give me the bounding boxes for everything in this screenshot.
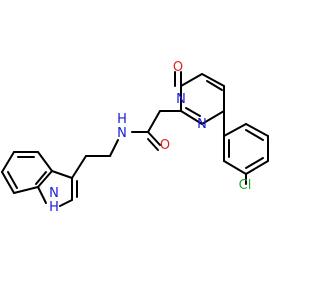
molecule-diagram: O N N N H O Cl N H [0,0,300,300]
atom-label-nitrogen: N [176,92,186,107]
atom-label-oxygen: O [160,138,170,153]
pyridazinone-ring [174,71,225,125]
atom-label-nitrogen: N [197,117,207,132]
bond [245,157,264,169]
bond [147,110,161,133]
bond [1,171,15,194]
bond [51,170,73,179]
background [0,0,300,300]
bond [201,110,225,125]
bond [147,138,159,151]
bond [37,170,53,188]
atom-label-hydrogen: H [49,200,59,215]
bond [185,107,201,117]
atom-label-hydrogen: H [117,112,127,127]
bond [201,73,225,87]
bond [206,80,223,91]
bond [1,151,15,173]
chlorophenyl-ring [223,110,269,185]
atom-label-nitrogen: N [117,126,127,141]
bond [223,160,247,175]
bond [245,123,269,137]
bond [37,151,53,172]
bond [245,160,269,175]
bond [147,131,161,146]
atom-label-chlorine: Cl [239,178,252,193]
bond [180,110,203,125]
bond [109,139,119,157]
bond [223,123,247,137]
bond [37,186,47,204]
atom-labels: O N N N H O Cl N H [49,60,251,215]
bond [35,171,47,185]
bond [13,186,39,194]
atom-label-nitrogen: N [49,186,59,201]
bond [71,155,87,179]
indole-ring [1,151,78,207]
bond [7,171,18,189]
side-chain [71,110,182,179]
bond [180,73,203,87]
bond [59,199,73,207]
atom-label-oxygen: O [173,60,183,75]
bond [245,129,264,141]
